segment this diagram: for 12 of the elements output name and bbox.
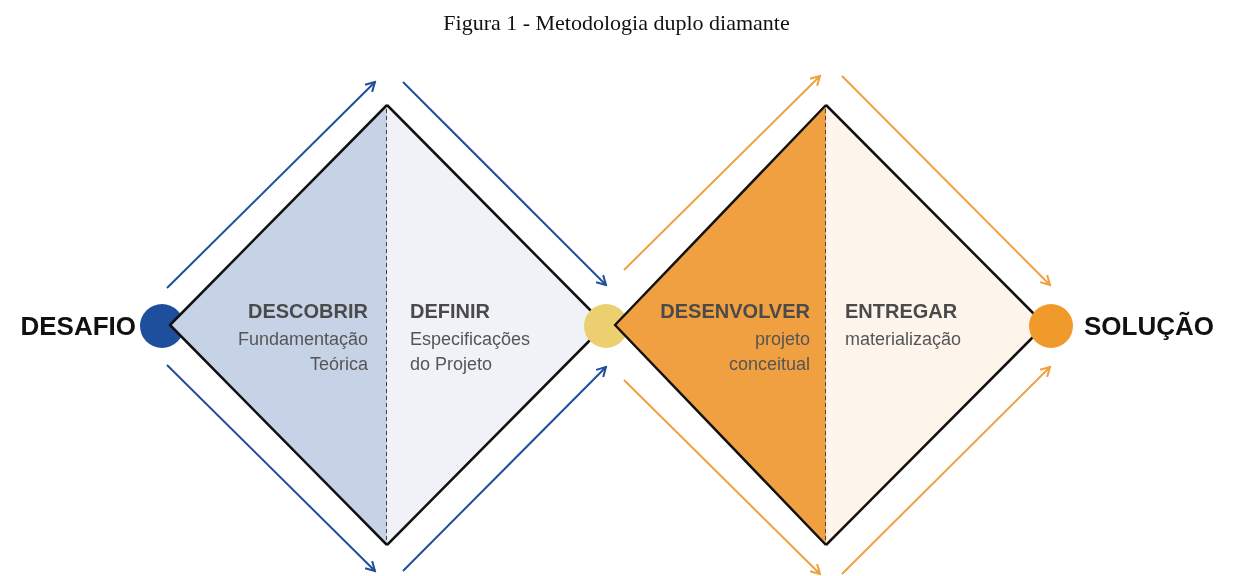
phase-heading: ENTREGAR (845, 300, 959, 323)
phase-heading: DEFINIR (410, 300, 491, 323)
phase-description: Fundamentação Teórica (236, 328, 368, 376)
phase-heading: DESENVOLVER (659, 300, 810, 323)
circle-node (1029, 304, 1073, 348)
figure-title: Figura 1 - Metodologia duplo diamante (442, 10, 791, 36)
endpoint-label: SOLUÇÃO (1084, 308, 1229, 344)
phase-description: materialização (845, 328, 963, 351)
endpoint-label: DESAFIO (8, 308, 136, 344)
phase-description: projeto conceitual (727, 328, 810, 376)
phase-description: Especificações do Projeto (410, 328, 532, 376)
phase-heading: DESCOBRIR (247, 300, 368, 323)
